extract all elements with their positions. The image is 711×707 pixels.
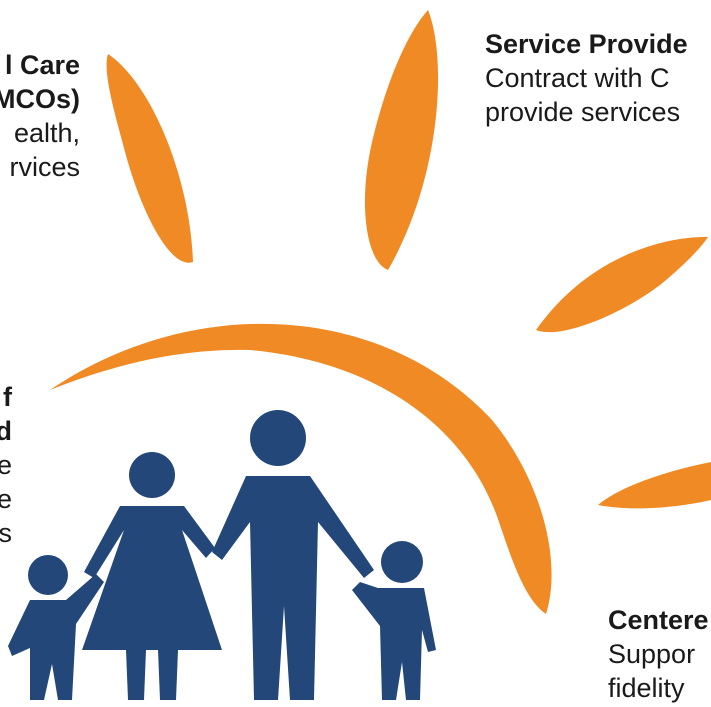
label-mid-left-title-2: d xyxy=(0,416,12,446)
label-top-left-title-2: MCOs) xyxy=(0,84,80,114)
label-top-right: Service Provide Contract with C provide … xyxy=(485,27,688,129)
label-mid-left-text-3: s xyxy=(0,518,12,548)
small-child-right-body xyxy=(352,582,436,700)
sun-icon xyxy=(50,10,711,614)
small-child-left-head xyxy=(28,555,68,595)
label-mid-left-text-1: e xyxy=(0,450,12,480)
label-bottom-right-title: Centere xyxy=(608,605,709,635)
label-top-left-text-2: rvices xyxy=(9,152,80,182)
label-mid-left-title-1: f xyxy=(3,382,12,412)
small-child-left-body xyxy=(8,574,104,700)
label-bottom-right: Centere Suppor fidelity xyxy=(608,603,709,705)
label-mid-left-text-2: e xyxy=(0,484,12,514)
sun-ray-2 xyxy=(364,10,439,270)
label-top-right-title: Service Provide xyxy=(485,29,688,59)
sun-ray-1 xyxy=(106,54,193,263)
label-top-left-text-1: ealth, xyxy=(13,118,80,148)
label-bottom-right-text-1: Suppor xyxy=(608,639,696,669)
father-body xyxy=(212,476,374,700)
label-top-left: l Care MCOs) ealth, rvices xyxy=(0,48,80,184)
sun-ray-3 xyxy=(536,236,708,333)
father-head xyxy=(250,410,306,466)
sun-arc xyxy=(50,323,552,614)
label-mid-left: f d e e s xyxy=(0,380,12,550)
mother-head xyxy=(129,452,175,498)
label-top-left-title-1: l Care xyxy=(4,50,80,80)
mother-body xyxy=(82,506,222,700)
label-top-right-text-1: Contract with C xyxy=(485,63,670,93)
family-icon xyxy=(8,410,436,700)
sun-ray-4 xyxy=(598,462,711,509)
label-top-right-text-2: provide services xyxy=(485,97,681,127)
small-child-right-head xyxy=(381,541,423,583)
label-bottom-right-text-2: fidelity xyxy=(608,673,685,703)
